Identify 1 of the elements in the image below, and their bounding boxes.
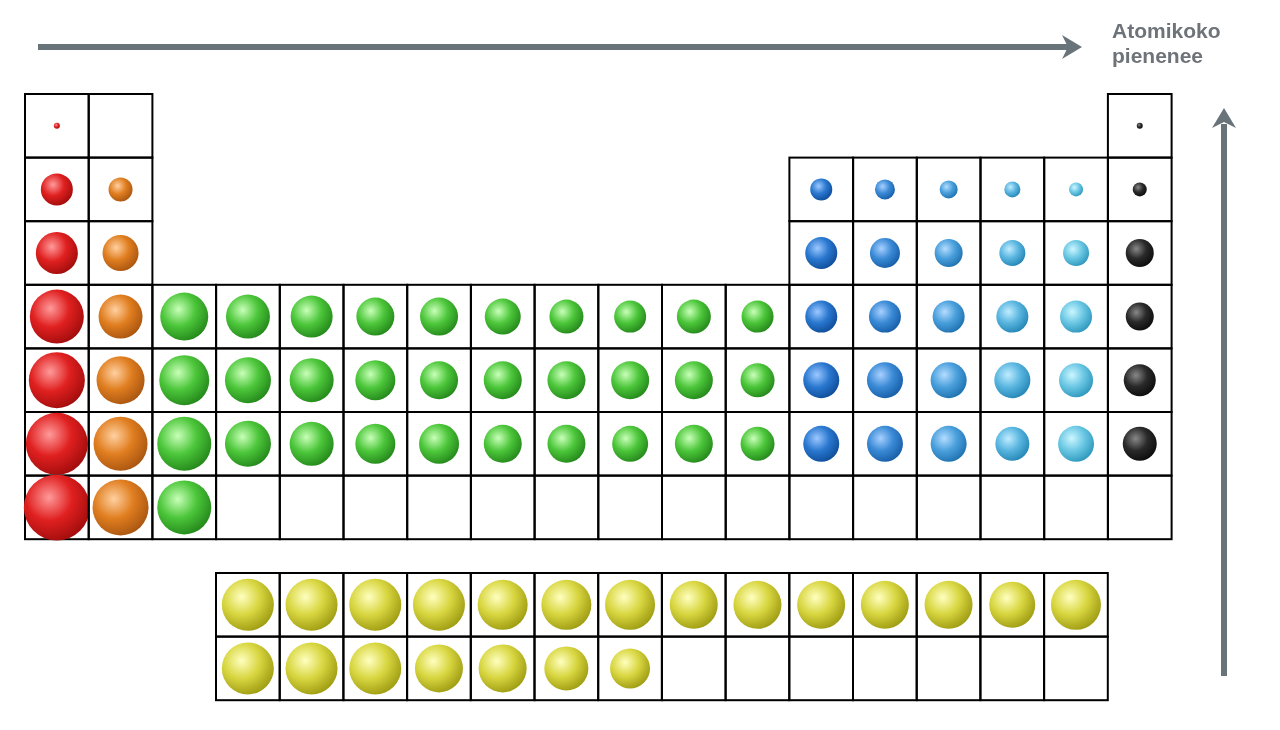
axis-label: Atomikoko pienenee <box>1112 18 1222 69</box>
